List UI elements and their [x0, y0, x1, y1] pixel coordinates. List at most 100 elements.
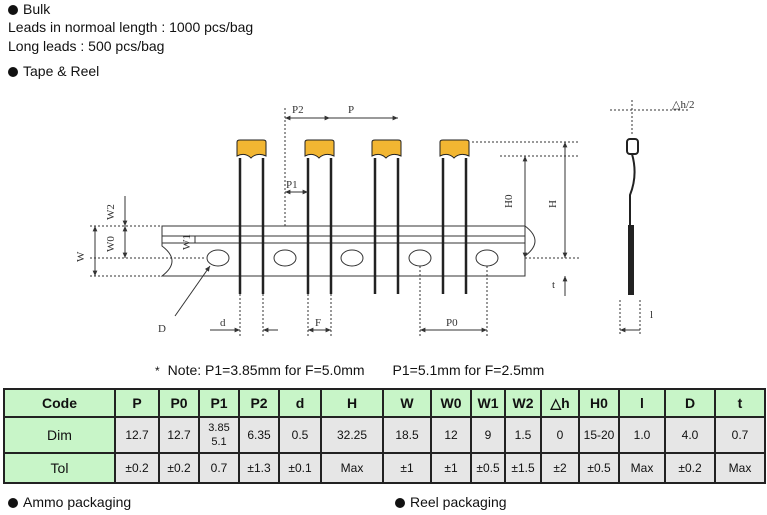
table-cell: ±1	[430, 452, 472, 484]
header-cell: Code	[3, 388, 116, 418]
p1-value-2: 5.1	[211, 436, 227, 448]
header-cell: P0	[158, 388, 200, 418]
table-cell: ±1.3	[238, 452, 280, 484]
tape-reel-title: Tape & Reel	[23, 63, 100, 79]
side-view-body	[626, 138, 639, 155]
label-h: H	[547, 200, 559, 208]
sprocket-hole	[340, 249, 364, 267]
capacitor-body	[371, 139, 402, 159]
label-t: t	[552, 279, 555, 291]
table-header-row: Code P P0 P1 P2 d H W W0 W1 W2 △h H0 l D…	[3, 388, 766, 418]
capacitor-body	[439, 139, 470, 159]
table-cell: ±0.2	[114, 452, 160, 484]
row-label-dim: Dim	[3, 416, 116, 454]
note-text-2: P1=5.1mm for F=2.5mm	[392, 362, 545, 378]
header-cell: W	[382, 388, 432, 418]
carrier-tape	[160, 225, 536, 277]
table-cell: ±1	[382, 452, 432, 484]
table-cell: 1.0	[618, 416, 666, 454]
table-row-tol: Tol ±0.2 ±0.2 0.7 ±1.3 ±0.1 Max ±1 ±1 ±0…	[3, 452, 766, 484]
bulk-heading: Bulk	[8, 0, 50, 18]
header-cell: P	[114, 388, 160, 418]
note-text-1: Note: P1=3.85mm for F=5.0mm	[167, 362, 365, 378]
p1-value-1: 3.85	[208, 422, 230, 434]
header-cell: △h	[540, 388, 580, 418]
reel-title: Reel packaging	[410, 494, 507, 510]
table-cell-p1: 3.85 5.1	[198, 416, 240, 454]
table-cell: 12.7	[158, 416, 200, 454]
header-cell: P2	[238, 388, 280, 418]
label-l: l	[650, 309, 653, 321]
table-cell: 0.5	[278, 416, 322, 454]
bullet-icon	[395, 498, 405, 508]
table-cell: ±0.5	[470, 452, 506, 484]
header-cell: W2	[504, 388, 542, 418]
label-delta-h2: △h/2	[672, 99, 695, 111]
sprocket-hole	[475, 249, 499, 267]
bullet-icon	[8, 5, 18, 15]
table-cell: 32.25	[320, 416, 384, 454]
ammo-title: Ammo packaging	[23, 494, 132, 510]
ammo-heading: Ammo packaging	[8, 494, 131, 510]
header-cell: H	[320, 388, 384, 418]
table-cell: 0	[540, 416, 580, 454]
sprocket-hole	[273, 249, 297, 267]
spec-table: Code P P0 P1 P2 d H W W0 W1 W2 △h H0 l D…	[3, 388, 766, 484]
tape-reel-diagram: P2 P P1 H0 H W2 W0 W W1 t d F P0 D △h/2 …	[75, 99, 695, 336]
table-cell: 12	[430, 416, 472, 454]
header-cell: t	[714, 388, 766, 418]
sprocket-hole	[206, 249, 230, 267]
table-cell: 6.35	[238, 416, 280, 454]
sprocket-hole	[408, 249, 432, 267]
table-cell: 15-20	[578, 416, 620, 454]
label-h0: H0	[503, 194, 515, 208]
table-cell: ±0.1	[278, 452, 322, 484]
capacitor-body	[236, 139, 267, 159]
label-w: W	[75, 251, 87, 262]
header-cell: P1	[198, 388, 240, 418]
label-p1: P1	[286, 179, 298, 191]
table-cell: 1.5	[504, 416, 542, 454]
label-w0: W0	[105, 236, 117, 252]
table-cell: Max	[320, 452, 384, 484]
header-cell: W1	[470, 388, 506, 418]
table-cell: 12.7	[114, 416, 160, 454]
table-cell: ±1.5	[504, 452, 542, 484]
table-cell: 9	[470, 416, 506, 454]
label-f: F	[315, 317, 321, 329]
bullet-icon	[8, 498, 18, 508]
table-row-dim: Dim 12.7 12.7 3.85 5.1 6.35 0.5 32.25 18.…	[3, 416, 766, 454]
header-cell: d	[278, 388, 322, 418]
table-cell: 0.7	[198, 452, 240, 484]
table-cell: ±0.5	[578, 452, 620, 484]
bulk-title: Bulk	[23, 1, 51, 17]
note: * Note: P1=3.85mm for F=5.0mm P1=5.1mm for…	[155, 362, 544, 378]
label-D: D	[158, 323, 166, 335]
header-cell: D	[664, 388, 716, 418]
tape-reel-heading: Tape & Reel	[8, 62, 99, 80]
label-d: d	[220, 317, 226, 329]
table-cell: 0.7	[714, 416, 766, 454]
reel-heading: Reel packaging	[395, 494, 507, 510]
table-cell: ±2	[540, 452, 580, 484]
header-cell: H0	[578, 388, 620, 418]
capacitor-body	[304, 139, 335, 159]
row-label-tol: Tol	[3, 452, 116, 484]
table-cell: Max	[618, 452, 666, 484]
bulk-normal-leads: Leads in normoal length : 1000 pcs/bag	[8, 19, 254, 35]
label-p: P	[348, 104, 354, 116]
bulk-long-leads: Long leads : 500 pcs/bag	[8, 38, 165, 54]
bullet-icon	[8, 67, 18, 77]
table-cell: 18.5	[382, 416, 432, 454]
label-p0: P0	[446, 317, 458, 329]
label-w1: W1	[181, 234, 193, 250]
label-p2: P2	[292, 104, 304, 116]
label-w2: W2	[105, 204, 117, 220]
note-star: *	[155, 364, 160, 378]
table-cell: ±0.2	[158, 452, 200, 484]
table-cell: Max	[714, 452, 766, 484]
table-cell: 4.0	[664, 416, 716, 454]
header-cell: W0	[430, 388, 472, 418]
table-cell: ±0.2	[664, 452, 716, 484]
header-cell: l	[618, 388, 666, 418]
